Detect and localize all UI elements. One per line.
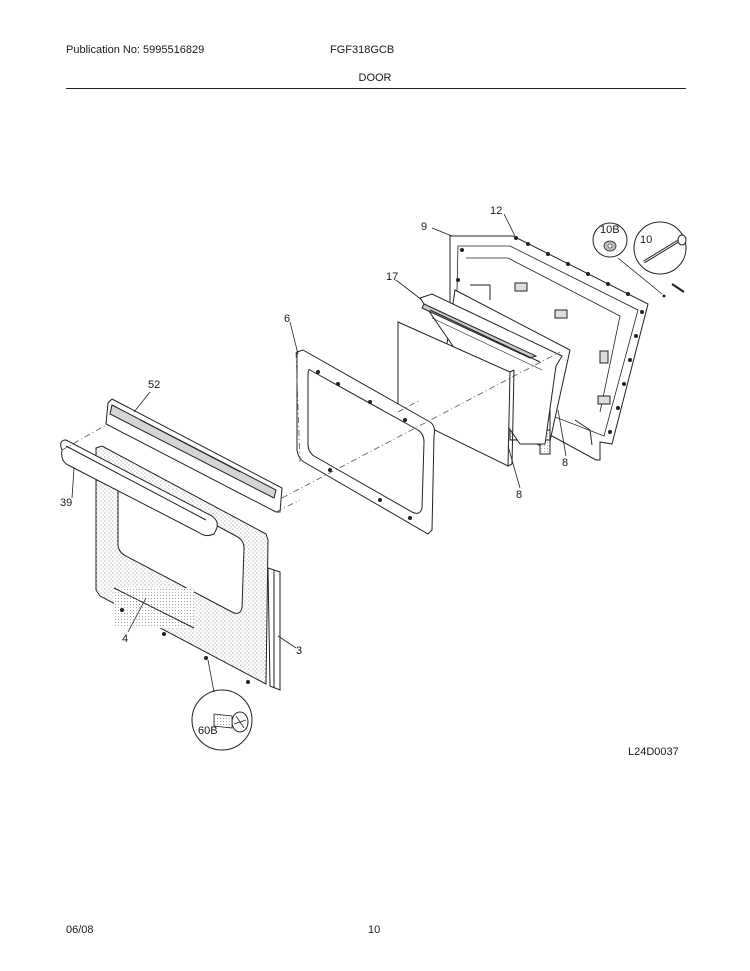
callout-10-inset: 10 (617, 221, 687, 298)
callout-9: 9 (421, 221, 427, 233)
header-rule (66, 88, 686, 89)
callout-12: 12 (490, 205, 502, 217)
top-trim-part-52 (105, 398, 283, 513)
callout-6: 6 (284, 313, 290, 325)
footer-page-number: 10 (368, 924, 381, 936)
callout-10b: 10B (600, 224, 620, 236)
callout-60b-inset: 60B (191, 659, 253, 751)
screws (120, 608, 250, 684)
callout-10: 10 (640, 234, 652, 246)
callout-52: 52 (148, 379, 160, 391)
callout-17: 17 (386, 271, 398, 283)
callout-3: 3 (296, 645, 302, 657)
callout-4: 4 (122, 633, 128, 645)
drawing-code: L24D0037 (628, 746, 679, 758)
door-frame-part-6 (296, 349, 435, 535)
footer-date: 06/08 (66, 924, 94, 936)
callout-60b: 60B (198, 725, 218, 737)
callout-10b-inset: 10B (592, 222, 628, 258)
callout-8-rear: 8 (562, 457, 568, 469)
model-number: FGF318GCB (330, 44, 395, 56)
outer-door-panel-part-4 (95, 445, 269, 685)
callout-39: 39 (60, 497, 72, 509)
side-trim-part-3 (267, 567, 281, 691)
leader-lines (71, 213, 567, 649)
glass-panel-front-part-8 (397, 321, 515, 467)
section-title: DOOR (358, 72, 392, 84)
alignment-lines (61, 351, 561, 513)
publication-number: Publication No: 5995516829 (66, 44, 205, 56)
door-handle-part-39 (60, 439, 218, 537)
callout-8-front: 8 (516, 489, 522, 501)
